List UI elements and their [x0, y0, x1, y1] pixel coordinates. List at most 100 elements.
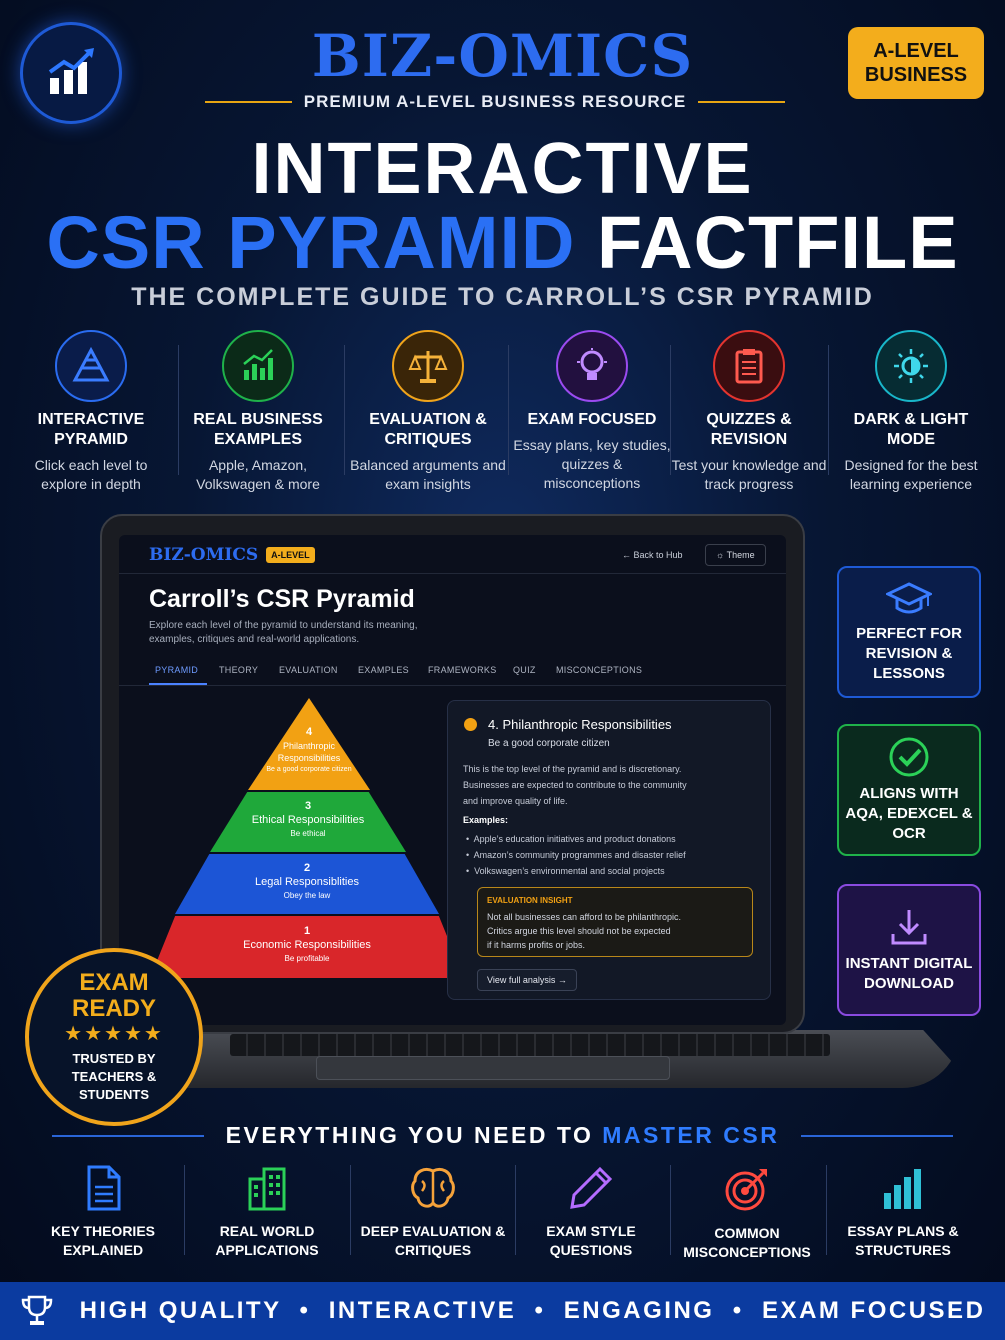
- level-badge-line1: A-LEVEL: [873, 40, 959, 62]
- card-text: ALIGNS WITH AQA, EDEXCEL & OCR: [845, 785, 973, 842]
- example-item: • Amazon’s community programmes and disa…: [466, 850, 686, 860]
- tab-frameworks[interactable]: FRAMEWORKS: [428, 665, 497, 675]
- bottom-item-title: DEEP EVALUATION & CRITIQUES: [360, 1223, 506, 1258]
- feature-desc: Test your knowledge and track progress: [671, 457, 827, 492]
- exam-ready-line1: EXAM: [79, 969, 149, 996]
- bottom-item-title: KEY THEORIES EXPLAINED: [51, 1223, 155, 1258]
- tab-pyramid[interactable]: PYRAMID: [155, 665, 199, 675]
- evaluation-insight-box: EVALUATION INSIGHT Not all businesses ca…: [477, 887, 753, 957]
- bottom-item-exam-questions: EXAM STYLE QUESTIONS: [516, 1165, 666, 1260]
- bottom-heading-white: EVERYTHING YOU NEED TO: [225, 1122, 594, 1148]
- bottom-item-title: EXAM STYLE QUESTIONS: [546, 1223, 636, 1258]
- building-icon: [248, 1167, 286, 1211]
- tab-examples[interactable]: EXAMPLES: [358, 665, 409, 675]
- pyramid-level-name: Legal Responsiblities: [255, 876, 359, 888]
- example-item: • Volkswagen’s environmental and social …: [466, 866, 665, 876]
- insight-line: Not all businesses can afford to be phil…: [487, 912, 681, 922]
- bottom-heading-blue: MASTER CSR: [602, 1122, 780, 1148]
- level-badge: A-LEVEL BUSINESS: [848, 27, 984, 99]
- download-icon: [891, 910, 927, 945]
- panel-subtitle: Be a good corporate citizen: [488, 738, 610, 749]
- tab-theory[interactable]: THEORY: [219, 665, 259, 675]
- feature-title: EXAM FOCUSED: [527, 411, 657, 428]
- pyramid-level-number: 3: [304, 800, 312, 812]
- clipboard-icon: [713, 330, 785, 402]
- screen-subtitle-line2: examples, critiques and real-world appli…: [149, 634, 360, 645]
- feature-title: REAL BUSINESS EXAMPLES: [193, 411, 323, 448]
- pencil-icon: [570, 1166, 613, 1209]
- pyramid-level-desc: Be ethical: [290, 829, 326, 838]
- feature-evaluation-critiques: EVALUATION & CRITIQUES Balanced argument…: [348, 330, 508, 494]
- pyramid-level-2-text: 2 Legal Responsiblities Obey the law: [175, 862, 439, 900]
- tagline-row: PREMIUM A-LEVEL BUSINESS RESOURCE: [205, 92, 785, 112]
- feature-title: INTERACTIVE PYRAMID: [37, 411, 145, 448]
- tagline: PREMIUM A-LEVEL BUSINESS RESOURCE: [303, 92, 687, 111]
- panel-body-line: and improve quality of life.: [463, 796, 568, 806]
- trusted-line: STUDENTS: [78, 1087, 150, 1102]
- bottom-heading-row: EVERYTHING YOU NEED TO MASTER CSR: [0, 1122, 1005, 1149]
- pyramid-icon: [55, 330, 127, 402]
- insight-line: Critics argue this level should not be e…: [487, 926, 671, 936]
- view-full-analysis-button[interactable]: View full analysis →: [477, 969, 577, 991]
- exam-ready-line2: READY: [71, 995, 156, 1022]
- screen-brand[interactable]: BIZ-OMICS: [149, 545, 259, 565]
- trusted-line: TRUSTED BY: [72, 1051, 156, 1066]
- pyramid-level-name: Philanthropic Responsibilities: [277, 741, 341, 763]
- pyramid-level-3-text: 3 Ethical Responsibilities Be ethical: [210, 800, 406, 838]
- feature-desc: Balanced arguments and exam insights: [350, 457, 506, 492]
- feature-title: DARK & LIGHT MODE: [853, 411, 969, 448]
- card-text: PERFECT FOR REVISION & LESSONS: [856, 625, 962, 682]
- hero-title-line2: CSR PYRAMID FACTFILE: [0, 200, 1005, 285]
- insight-label: EVALUATION INSIGHT: [487, 896, 573, 905]
- exam-ready-seal: EXAM READY ★★★★★ TRUSTED BY TEACHERS & S…: [25, 948, 203, 1126]
- insight-text: Not all businesses can afford to be phil…: [487, 910, 681, 952]
- panel-body-line: Businesses are expected to contribute to…: [463, 780, 687, 790]
- bottom-item-essay-plans: ESSAY PLANS & STRUCTURES: [828, 1165, 978, 1260]
- trusted-text: TRUSTED BY TEACHERS & STUDENTS: [72, 1050, 157, 1104]
- bottom-item-title: REAL WORLD APPLICATIONS: [215, 1223, 319, 1258]
- footer-banner: HIGH QUALITY • INTERACTIVE • ENGAGING • …: [0, 1282, 1005, 1340]
- level-color-dot: [464, 718, 477, 731]
- pyramid-level-3[interactable]: [210, 792, 406, 852]
- tab-misconceptions[interactable]: MISCONCEPTIONS: [556, 665, 643, 675]
- pyramid-level-4-text: 4 Philanthropic Responsibilities Be a go…: [248, 726, 370, 773]
- bottom-item-deep-evaluation: DEEP EVALUATION & CRITIQUES: [358, 1165, 508, 1260]
- screen-page-title: Carroll’s CSR Pyramid: [149, 585, 415, 613]
- hero-title-white: FACTFILE: [597, 201, 959, 284]
- tab-quiz[interactable]: QUIZ: [513, 665, 536, 675]
- bar-chart-icon: [884, 1169, 921, 1209]
- feature-quizzes-revision: QUIZZES & REVISION Test your knowledge a…: [669, 330, 829, 494]
- theme-toggle-button[interactable]: ☼ Theme: [705, 544, 766, 566]
- pyramid-level-2[interactable]: [175, 854, 439, 914]
- feature-desc: Designed for the best learning experienc…: [844, 457, 978, 492]
- bottom-item-misconceptions: COMMON MISCONCEPTIONS: [672, 1165, 822, 1262]
- check-circle-icon: [889, 737, 929, 777]
- hero-title-line1: INTERACTIVE: [251, 129, 754, 209]
- pyramid-level-number: 4: [305, 726, 313, 738]
- hero-title-blue: CSR PYRAMID: [46, 201, 576, 284]
- lightbulb-icon: [556, 330, 628, 402]
- laptop-keyboard: [230, 1034, 830, 1056]
- trophy-icon: [21, 1295, 52, 1325]
- screen-level-badge: A-LEVEL: [266, 547, 315, 563]
- tab-evaluation[interactable]: EVALUATION: [279, 665, 338, 675]
- brain-icon: [411, 1167, 455, 1208]
- feature-interactive-pyramid: INTERACTIVE PYRAMID Click each level to …: [11, 330, 171, 494]
- example-item: • Apple’s education initiatives and prod…: [466, 834, 676, 844]
- bottom-item-key-theories: KEY THEORIES EXPLAINED: [28, 1165, 178, 1260]
- level-detail-panel: 4. Philanthropic Responsibilities Be a g…: [447, 700, 771, 1000]
- feature-title: QUIZZES & REVISION: [706, 411, 792, 448]
- examples-label: Examples:: [463, 815, 509, 825]
- bottom-item-title: COMMON MISCONCEPTIONS: [683, 1225, 811, 1260]
- panel-body-line: This is the top level of the pyramid and…: [463, 764, 682, 774]
- back-to-hub-link[interactable]: ← Back to Hub: [622, 550, 683, 560]
- panel-body: This is the top level of the pyramid and…: [463, 761, 687, 809]
- laptop-trackpad: [316, 1056, 670, 1080]
- panel-title: 4. Philanthropic Responsibilities: [488, 717, 672, 732]
- pyramid-level-desc: Be profitable: [284, 954, 330, 963]
- document-icon: [87, 1165, 121, 1211]
- feature-desc: Apple, Amazon, Volkswagen & more: [196, 457, 320, 492]
- trusted-line: TEACHERS &: [71, 1069, 157, 1084]
- hero-subtitle: THE COMPLETE GUIDE TO CARROLL’S CSR PYRA…: [131, 283, 874, 311]
- pyramid-level-1[interactable]: [150, 916, 464, 978]
